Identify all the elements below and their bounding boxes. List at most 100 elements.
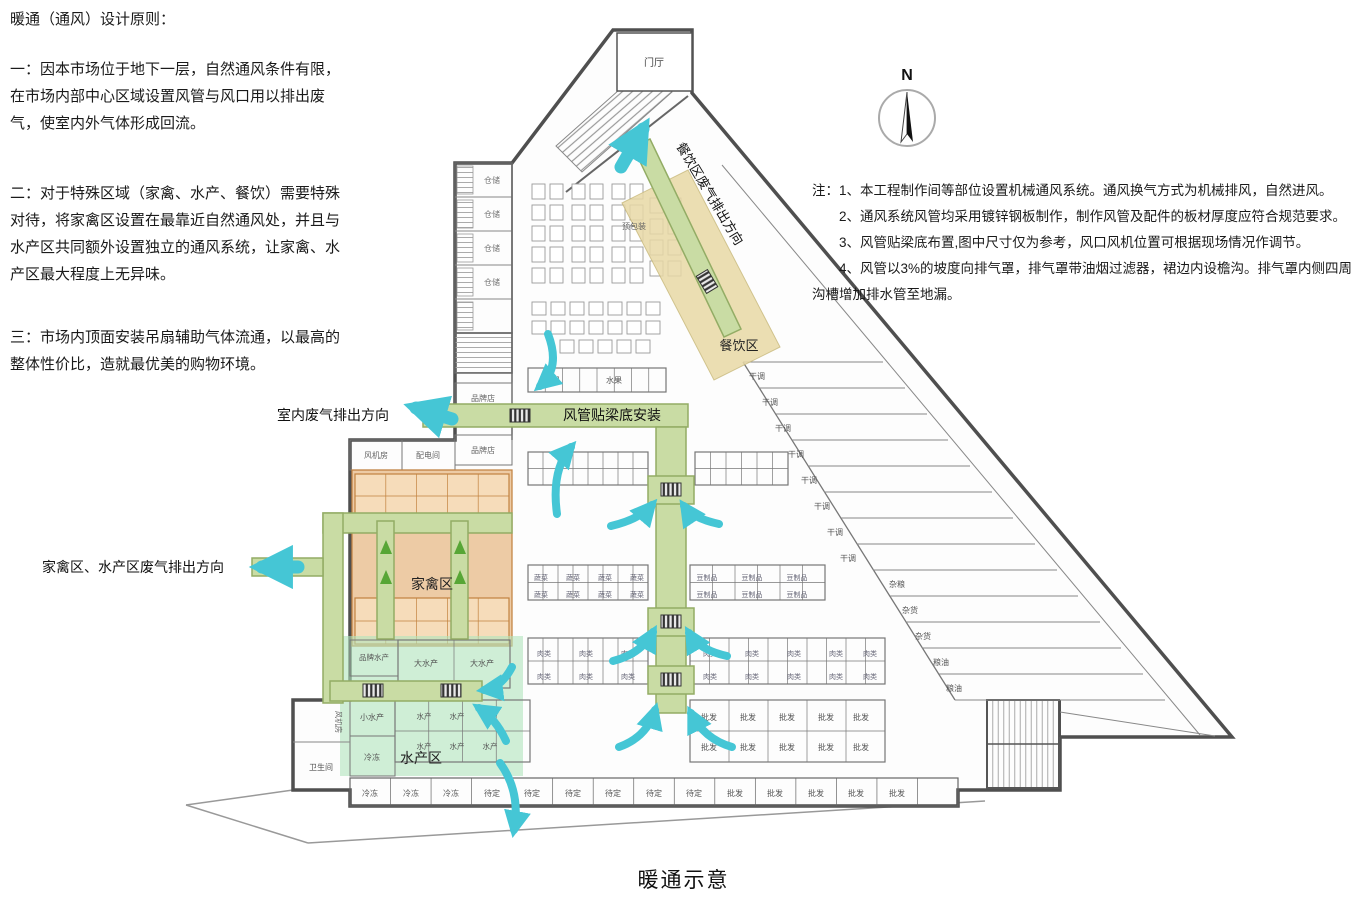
flow-arrow	[472, 703, 510, 745]
note-line: 3、风管贴梁底布置,图中尺寸仅为参考，风口风机位置可根据现场情况作调节。	[839, 234, 1310, 250]
label-92: 干调	[762, 398, 778, 407]
poultry-air-arrow	[454, 570, 466, 584]
north-compass	[878, 89, 936, 147]
label-119: 蔬菜	[534, 573, 548, 582]
label-100: 杂货	[902, 605, 918, 615]
wing-ramp	[1059, 711, 1216, 737]
market-tables	[589, 246, 604, 263]
duct-grille	[660, 482, 682, 497]
label-66: 批发	[767, 788, 783, 798]
market-tables	[571, 267, 586, 284]
rect-15	[456, 233, 474, 263]
market-tables	[589, 183, 604, 200]
market-tables	[626, 301, 642, 316]
market-tables	[549, 267, 564, 284]
label-157: 批发	[701, 742, 717, 752]
market-tables	[629, 267, 644, 284]
label-20: 仓储	[484, 243, 500, 253]
market-tables	[549, 204, 564, 221]
flow-arrow	[607, 498, 658, 530]
rect-13	[456, 165, 474, 195]
market-tables	[559, 339, 575, 354]
label-zone-poultry: 家禽区	[411, 576, 453, 592]
label-prepack: 预包装	[622, 221, 646, 231]
market-tables	[589, 204, 604, 221]
label-101: 杂货	[915, 631, 931, 641]
room-frozen-west	[349, 735, 396, 777]
label-45: 水产	[450, 711, 465, 721]
label-132: 豆制品	[787, 590, 808, 599]
market-tables	[571, 246, 586, 263]
label-96: 干调	[814, 502, 830, 511]
market-tables	[571, 204, 586, 221]
label-31: 配电间	[416, 450, 440, 460]
label-144: 肉类	[829, 649, 843, 658]
market-tables	[629, 246, 644, 263]
label-47: 水产	[417, 741, 432, 751]
label-64: 待定	[686, 788, 702, 798]
principle-1: 一：因本市场位于地下一层，自然通风条件有限， 在市场内部中心区域设置风管与风口用…	[10, 61, 341, 132]
label-67: 批发	[808, 788, 824, 798]
market-tables	[588, 301, 604, 316]
label-26: 品牌店	[471, 393, 495, 403]
flow-arrow	[475, 663, 516, 702]
label-125: 蔬菜	[598, 590, 612, 599]
duct-grille	[362, 683, 384, 698]
perimeter-corridor	[721, 164, 1201, 736]
label-154: 批发	[779, 712, 795, 722]
bottom-strip	[349, 777, 959, 807]
label-160: 批发	[818, 742, 834, 752]
flow-arrow	[615, 702, 663, 751]
market-tables	[607, 320, 623, 335]
duct-grille	[509, 408, 531, 423]
label-148: 肉类	[787, 672, 801, 681]
rect-14	[456, 199, 474, 229]
market-tables	[549, 246, 564, 263]
label-30: 风机房	[364, 450, 388, 460]
label-155: 批发	[818, 712, 834, 722]
market-tables	[645, 320, 661, 335]
label-fanroom-vert: 风机房	[334, 711, 344, 734]
label-zone-dining: 餐饮区	[719, 338, 758, 353]
label-126: 蔬菜	[630, 590, 644, 599]
site-line-left	[185, 789, 294, 806]
market-tables	[531, 204, 546, 221]
label-145: 肉类	[863, 649, 877, 658]
north-needle-left	[900, 91, 908, 144]
note-line: 4、风管以3%的坡度向排气罩，排气罩带油烟过滤器，裙边内设檐沟。排气罩内侧四周	[839, 260, 1353, 276]
room-lobby	[616, 32, 693, 92]
label-123: 蔬菜	[534, 590, 548, 599]
label-158: 批发	[740, 742, 756, 752]
label-42: 小水产	[360, 712, 384, 722]
label-156: 批发	[853, 712, 869, 722]
label-65: 批发	[727, 788, 743, 798]
label-56: 冷冻	[362, 788, 378, 798]
market-tables	[578, 339, 594, 354]
label-37: 品牌水产	[359, 652, 389, 662]
market-tables	[611, 246, 626, 263]
market-tables	[626, 320, 642, 335]
label-west-exhaust: 家禽区、水产区废气排出方向	[42, 559, 224, 575]
duct-grille	[440, 683, 462, 698]
label-59: 待定	[484, 788, 500, 798]
flow-arrow	[679, 499, 723, 530]
label-60: 待定	[524, 788, 540, 798]
label-152: 批发	[701, 712, 717, 722]
label-121: 蔬菜	[598, 573, 612, 582]
label-161: 批发	[853, 742, 869, 752]
label-149: 肉类	[829, 672, 843, 681]
label-150: 肉类	[863, 672, 877, 681]
label-44: 水产	[417, 711, 432, 721]
label-99: 杂粮	[889, 579, 905, 589]
market-tables	[611, 183, 626, 200]
label-129: 豆制品	[787, 573, 808, 582]
label-147: 肉类	[745, 672, 759, 681]
label-19: 仓储	[484, 209, 500, 219]
label-93: 干调	[775, 424, 791, 433]
label-98: 干调	[840, 554, 856, 563]
label-indoor-exhaust: 室内废气排出方向	[277, 407, 389, 423]
market-tables	[645, 301, 661, 316]
market-tables	[569, 320, 585, 335]
market-tables	[597, 339, 613, 354]
construction-notes: 注：1、本工程制作间等部位设置机械通风系统。通风换气方式为机械排风，自然进风。 …	[812, 178, 1364, 308]
